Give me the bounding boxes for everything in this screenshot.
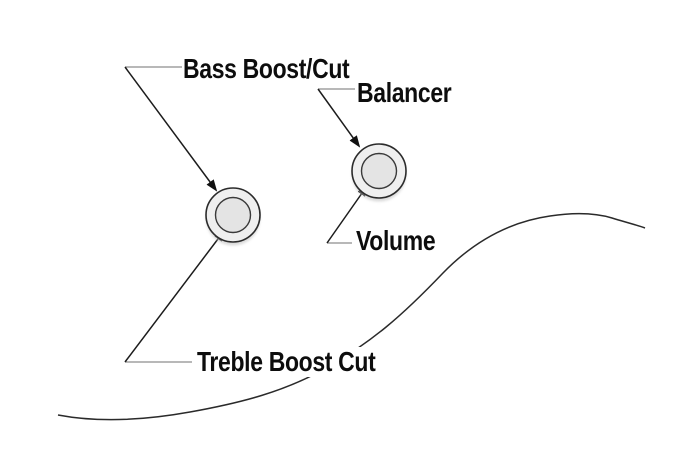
volume-label: Volume bbox=[356, 225, 436, 256]
volume-arrow bbox=[326, 184, 369, 244]
treble-arrow bbox=[124, 229, 226, 363]
knob-inner-disc bbox=[360, 152, 398, 190]
balancer-label: Balancer bbox=[357, 77, 452, 108]
bass-arrow bbox=[124, 66, 218, 192]
treble-boost-cut-label: Treble Boost Cut bbox=[197, 346, 376, 377]
guitar-body-outline bbox=[57, 212, 646, 421]
balancer-volume-stacked-knob bbox=[351, 143, 407, 202]
knob-inner-disc bbox=[214, 196, 252, 234]
bass-treble-stacked-knob bbox=[205, 187, 261, 246]
bass-boost-cut-label: Bass Boost/Cut bbox=[183, 53, 350, 84]
balancer-arrow bbox=[317, 88, 361, 148]
